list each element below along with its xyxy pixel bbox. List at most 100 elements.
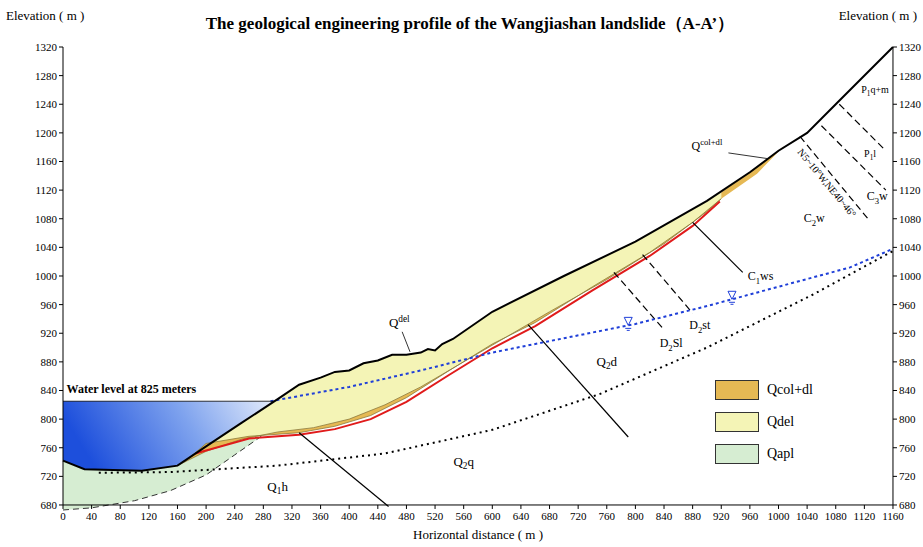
tick-label: 280 — [255, 510, 272, 522]
axis-tick — [893, 275, 897, 276]
water-table-symbol — [627, 330, 630, 331]
formation-code: l — [873, 147, 876, 158]
tick-label: 680 — [541, 510, 558, 522]
axis-tick — [635, 505, 636, 509]
formation-code: q+m — [870, 83, 888, 94]
formation-code: w — [879, 190, 888, 204]
tick-label: 1120 — [854, 510, 876, 522]
axis-tick — [59, 47, 63, 48]
formation-code: P — [861, 83, 867, 94]
tick-label: 1200 — [35, 127, 57, 139]
attitude-label: N5~10°W,NE40~46° — [796, 147, 859, 220]
formation-code: w — [816, 211, 825, 225]
formation-label: C1ws — [748, 271, 774, 284]
tick-label: 1120 — [899, 184, 921, 196]
tick-label: 440 — [370, 510, 387, 522]
tick-label: 720 — [570, 510, 587, 522]
formation-label: C3w — [867, 191, 888, 204]
axis-tick — [59, 104, 63, 105]
tick-label: 1040 — [796, 510, 818, 522]
legend-text: Qdel — [767, 414, 794, 429]
formation-index: 1 — [870, 153, 874, 161]
axis-tick — [664, 505, 665, 509]
tick-label: 1000 — [899, 270, 921, 282]
axis-tick — [606, 505, 607, 509]
axis-tick — [91, 505, 92, 509]
axis-tick — [520, 505, 521, 509]
axis-tick — [59, 476, 63, 477]
axis-tick — [59, 132, 63, 133]
axis-tick — [893, 247, 897, 248]
tick-label: 800 — [627, 510, 644, 522]
formation-code: C — [804, 211, 812, 225]
axis-title: Elevation ( m ) — [839, 9, 917, 23]
legend-text: Qcol+dl — [767, 382, 813, 397]
water-level-label: Water level at 825 meters — [67, 384, 197, 397]
axis-tick — [177, 505, 178, 509]
tick-label: 360 — [312, 510, 329, 522]
tick-label: 1240 — [35, 98, 57, 110]
axis-tick — [263, 505, 264, 509]
groundwater-line — [270, 249, 892, 401]
formation-code: C — [748, 270, 756, 284]
axis-title: Elevation ( m ) — [6, 9, 84, 23]
tick-label: 480 — [398, 510, 415, 522]
axis-tick — [377, 505, 378, 509]
axis-frame — [63, 47, 893, 505]
axis-tick — [206, 505, 207, 509]
axis-tick — [59, 275, 63, 276]
axis-tick — [807, 505, 808, 509]
leader-line — [728, 153, 767, 159]
tick-label: 80 — [115, 510, 126, 522]
water-table-symbol — [624, 317, 632, 325]
tick-label: 960 — [899, 299, 916, 311]
axis-tick — [148, 505, 149, 509]
tick-label: 1000 — [768, 510, 790, 522]
formation-code: C — [867, 190, 875, 204]
tick-label: 1160 — [899, 155, 921, 167]
axis-tick — [234, 505, 235, 509]
strata-boundary — [299, 433, 388, 507]
tick-label: 200 — [198, 510, 215, 522]
tick-label: 600 — [484, 510, 501, 522]
formation-code: D — [689, 318, 698, 332]
tick-label: 1080 — [825, 510, 847, 522]
axis-tick — [59, 247, 63, 248]
formation-code: P — [864, 147, 870, 158]
tick-label: 760 — [599, 510, 616, 522]
tick-label: 880 — [684, 510, 701, 522]
formation-index: 2 — [698, 325, 702, 335]
legend-swatch — [715, 444, 759, 464]
tick-label: 1280 — [35, 70, 57, 82]
axis-tick — [120, 505, 121, 509]
tick-label: 680 — [41, 499, 58, 511]
tick-label: 40 — [86, 510, 97, 522]
formation-code: Q — [389, 314, 398, 329]
tick-label: 520 — [427, 510, 444, 522]
strata-boundary — [643, 255, 693, 314]
formation-label: Q1h — [267, 480, 288, 494]
landslide-deposit — [177, 192, 721, 465]
alluvial-deposit — [63, 435, 263, 510]
axis-tick — [893, 419, 897, 420]
formation-code: D — [660, 336, 669, 350]
deposit-base-line — [63, 435, 263, 510]
axis-tick — [864, 505, 865, 509]
tick-label: 1160 — [882, 510, 904, 522]
leader-line — [402, 332, 410, 352]
axis-tick — [893, 47, 897, 48]
tick-label: 920 — [41, 327, 58, 339]
axis-tick — [59, 190, 63, 191]
formation-index: 2 — [812, 218, 816, 228]
axis-tick — [406, 505, 407, 509]
tick-label: 1000 — [35, 270, 57, 282]
axis-tick — [59, 390, 63, 391]
formation-label: P1l — [864, 147, 876, 158]
tick-label: 320 — [284, 510, 301, 522]
formation-code: Q — [267, 479, 276, 494]
tick-label: 840 — [656, 510, 673, 522]
axis-tick — [59, 161, 63, 162]
tick-label: 1320 — [899, 41, 921, 53]
formation-label: D2Sl — [660, 337, 683, 350]
axis-tick — [893, 361, 897, 362]
